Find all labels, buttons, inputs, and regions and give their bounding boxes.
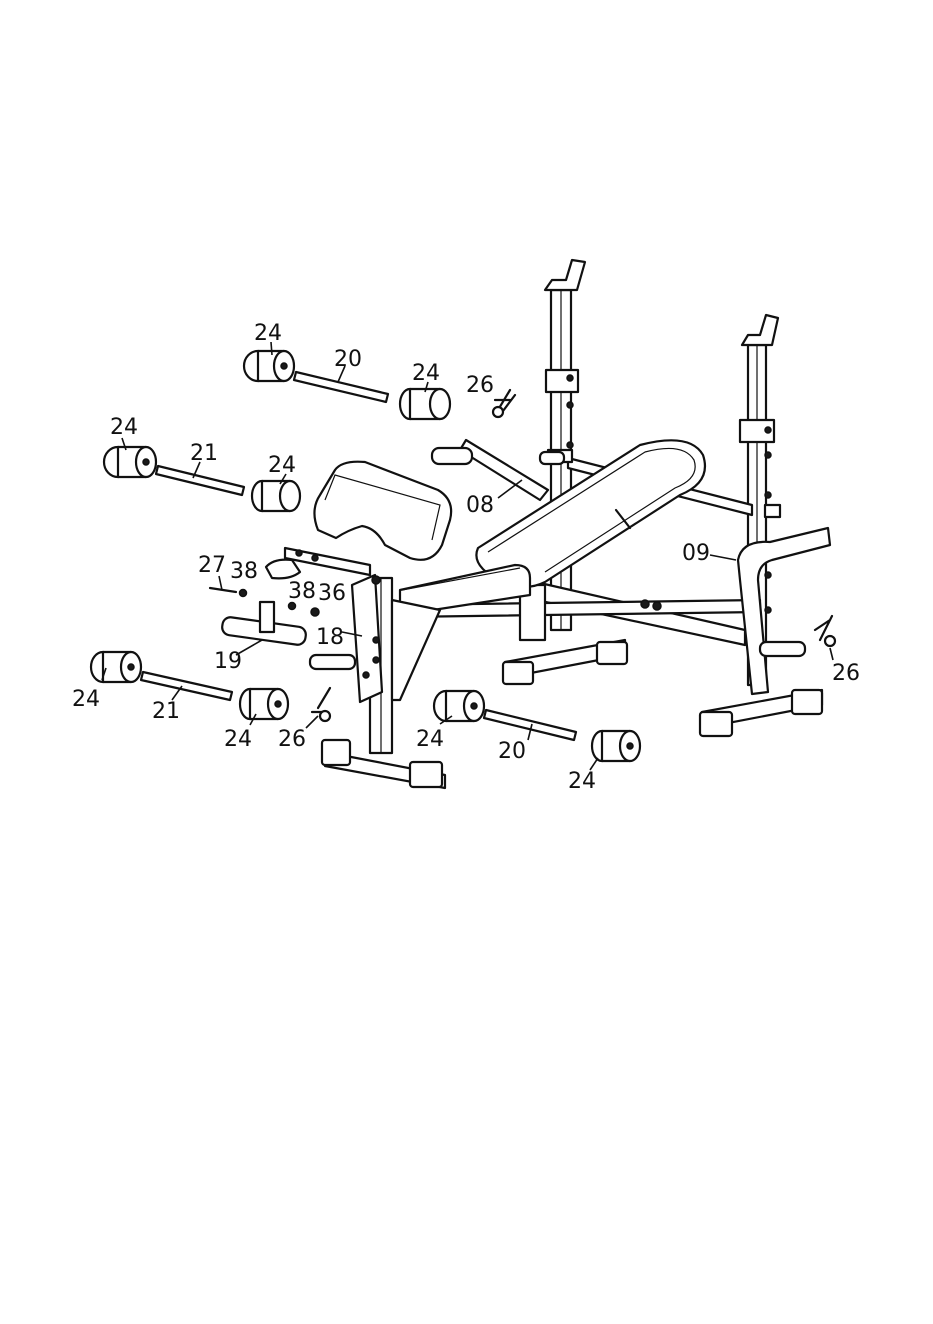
bar-21-mid xyxy=(156,462,244,495)
preacher-bracket xyxy=(266,548,370,578)
callout-26-right: 26 xyxy=(832,661,860,686)
callout-24-front-left: 24 xyxy=(416,727,444,752)
clip-26-right xyxy=(815,616,835,646)
weight-24-mid-right xyxy=(252,481,300,511)
weight-24-low-left xyxy=(91,652,141,682)
callout-38-a: 38 xyxy=(230,559,258,584)
callout-19: 19 xyxy=(214,649,242,674)
callout-20-front: 20 xyxy=(498,739,526,764)
callout-26-low: 26 xyxy=(278,727,306,752)
callout-24-front-right: 24 xyxy=(568,769,596,794)
callout-24-low-mid: 24 xyxy=(224,727,252,752)
weight-24-top-right xyxy=(400,389,450,419)
callout-26-top: 26 xyxy=(466,373,494,398)
bar-20-front xyxy=(484,710,576,740)
callout-08: 08 xyxy=(466,493,494,518)
roller-bar-19 xyxy=(221,602,307,655)
callout-21-low: 21 xyxy=(152,699,180,724)
callout-21-mid: 21 xyxy=(190,441,218,466)
rear-left-base xyxy=(503,640,627,684)
callout-36: 36 xyxy=(318,581,346,606)
weight-24-front-right xyxy=(592,731,640,761)
callout-24-low-left: 24 xyxy=(72,687,100,712)
callout-24-top-right: 24 xyxy=(412,361,440,386)
callout-24-mid-right: 24 xyxy=(268,453,296,478)
preacher-curl-pad xyxy=(314,462,451,560)
clip-26-top xyxy=(493,390,515,417)
callout-20-top: 20 xyxy=(334,347,362,372)
callout-38-b: 38 xyxy=(288,579,316,604)
callout-09: 09 xyxy=(682,541,710,566)
weight-24-top-left xyxy=(244,351,294,381)
rear-left-horn xyxy=(540,452,564,464)
weight-24-low-mid xyxy=(240,689,288,719)
callout-18: 18 xyxy=(316,625,344,650)
rear-right-base xyxy=(700,690,822,736)
callout-24-top-left: 24 xyxy=(254,321,282,346)
part-08-arm xyxy=(432,440,548,500)
weight-24-mid-left xyxy=(104,447,156,477)
callout-24-mid-left: 24 xyxy=(110,415,138,440)
clip-26-low xyxy=(312,688,330,721)
weight-24-front-left xyxy=(434,691,484,721)
rear-right-horn xyxy=(760,642,805,656)
callout-27: 27 xyxy=(198,553,226,578)
front-left-horn xyxy=(310,655,355,669)
bar-21-low xyxy=(141,672,232,700)
